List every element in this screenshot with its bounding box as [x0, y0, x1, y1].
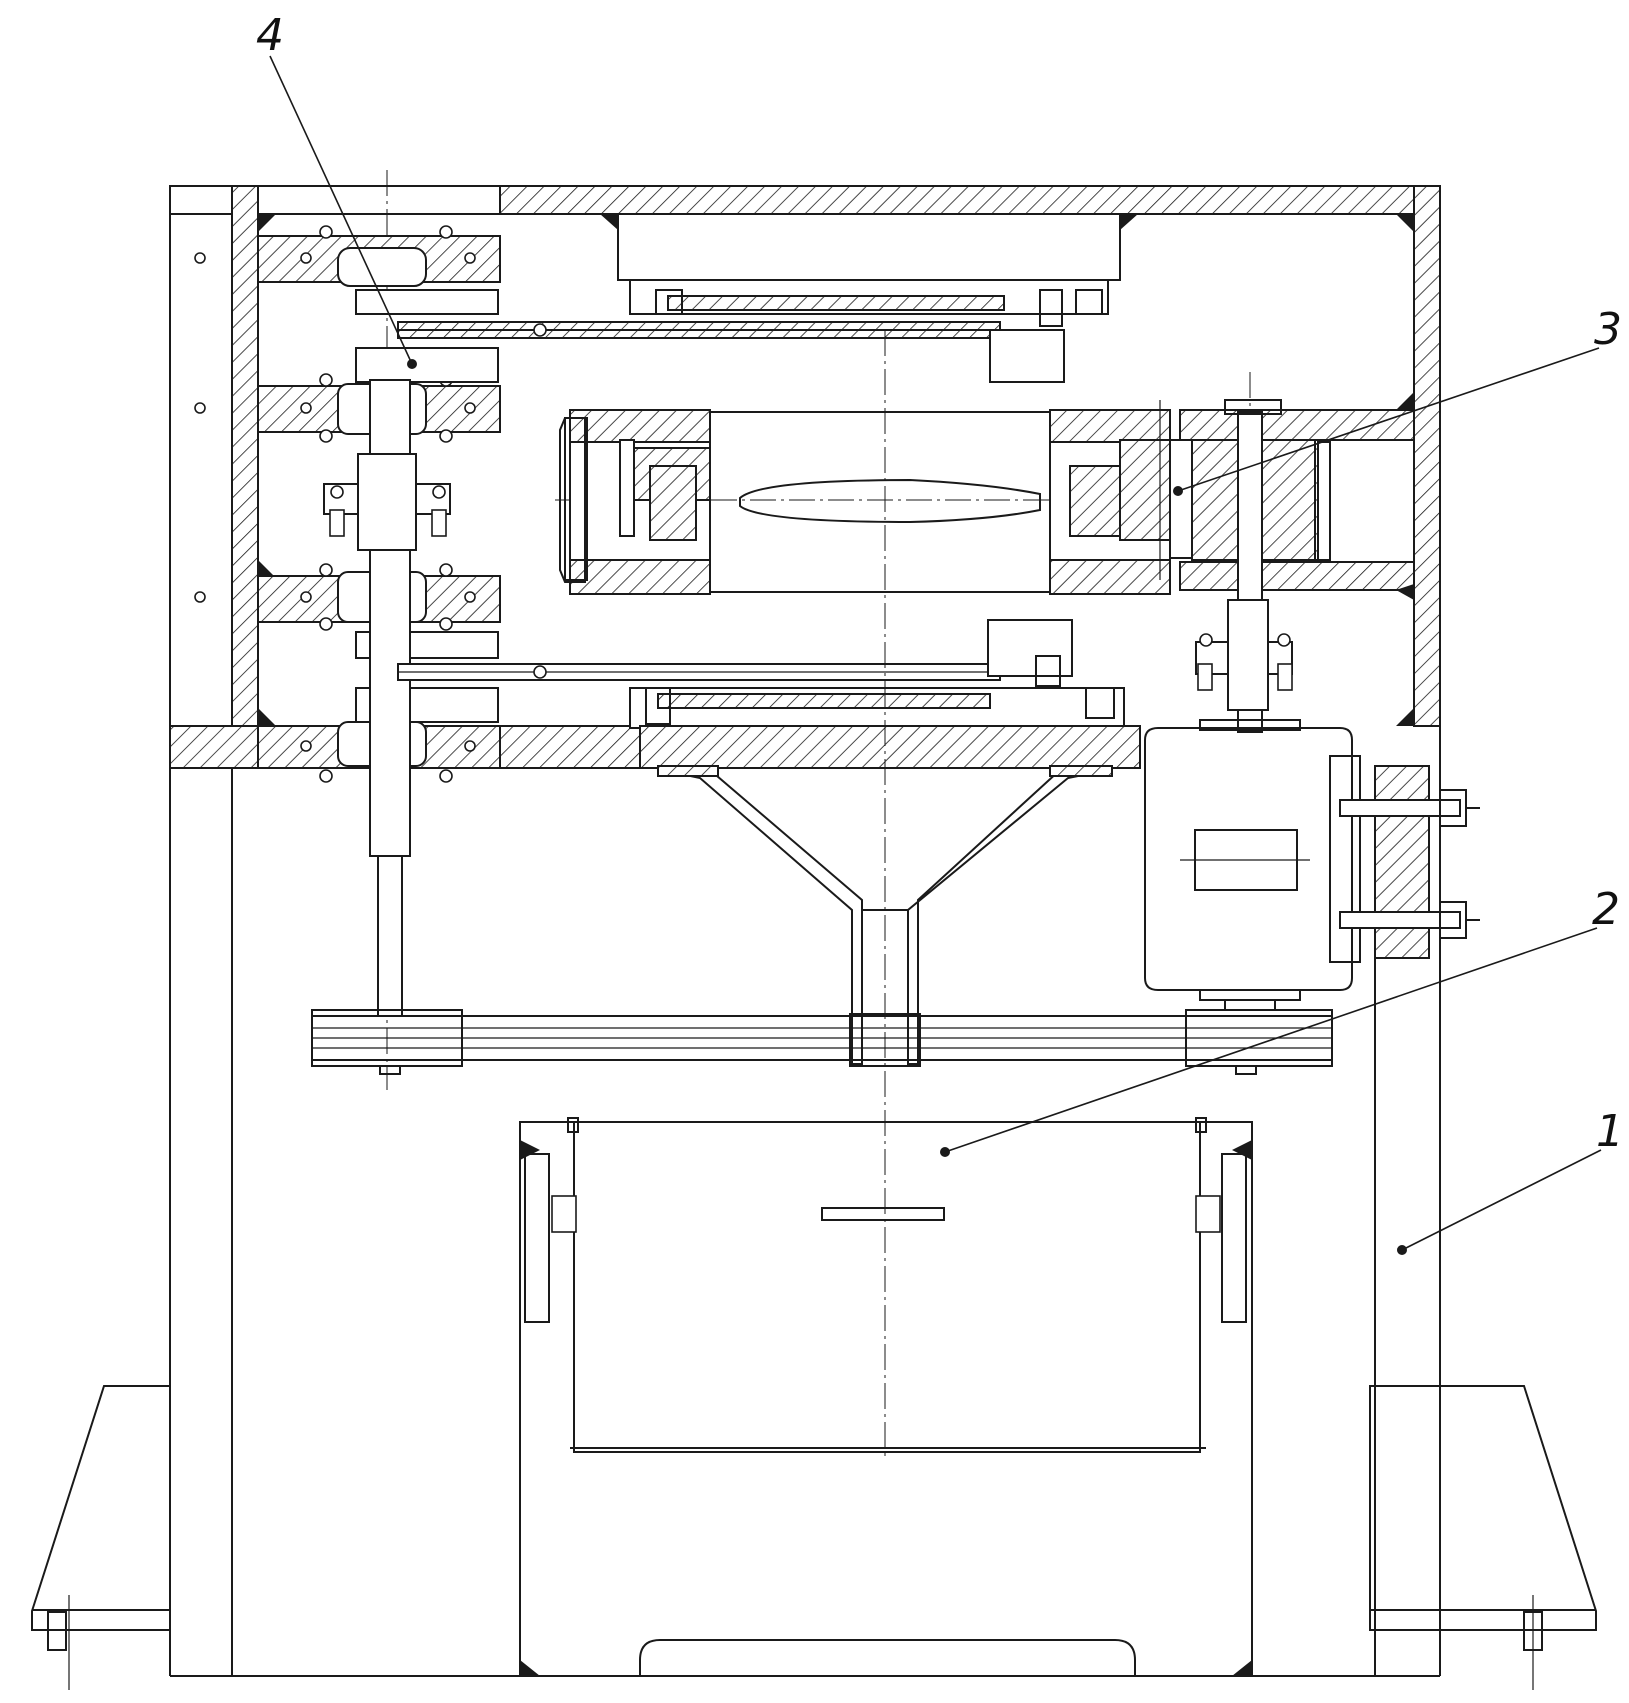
- lower-slide-tray: [629, 619, 1141, 769]
- rotating-drum-assembly: [555, 330, 1331, 1460]
- base-foot-left: [31, 1385, 171, 1690]
- base-foot-right: [1369, 1385, 1597, 1690]
- drive-motor: [1144, 719, 1480, 1011]
- callout-3: 3: [1173, 304, 1622, 496]
- drive-belt: [311, 1009, 1333, 1075]
- callout-label-4: 4: [256, 10, 284, 61]
- callout-label-1: 1: [1596, 1106, 1624, 1157]
- collection-box: [519, 1117, 1253, 1677]
- callout-label-3: 3: [1594, 304, 1622, 355]
- callout-2: 2: [940, 884, 1620, 1157]
- callout-4: 4: [256, 10, 417, 369]
- drive-shaft-assembly: [257, 170, 1001, 1090]
- callout-label-2: 2: [1592, 884, 1620, 935]
- callout-1: 1: [1397, 1106, 1624, 1255]
- upper-slide-tray: [617, 213, 1121, 383]
- discharge-funnel: [657, 765, 1113, 1065]
